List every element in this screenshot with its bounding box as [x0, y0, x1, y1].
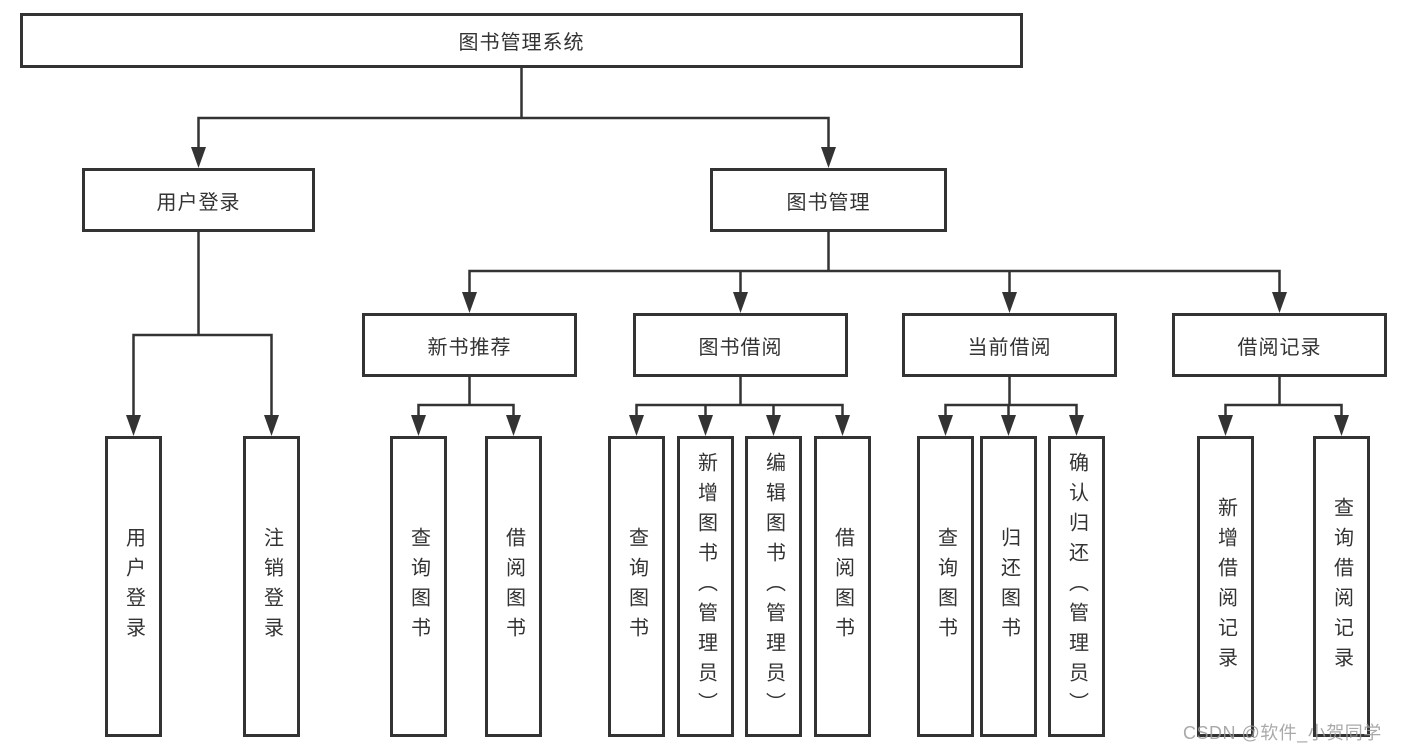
connector-root-to-level2 [197, 66, 830, 154]
node-label: 借阅图书 [502, 526, 525, 647]
arrowhead-icon [1001, 415, 1016, 436]
node-label: 查询借阅记录 [1330, 496, 1353, 677]
arrowhead-icon [1218, 415, 1233, 436]
node-label: 查询图书 [934, 526, 957, 647]
node-label: 查询图书 [407, 526, 430, 647]
node-label: 确认归还（管理员） [1065, 451, 1088, 722]
leaf-edit-book-admin: 编辑图书（管理员） [745, 436, 802, 737]
node-label: 编辑图书（管理员） [762, 451, 785, 722]
node-current-borrow: 当前借阅 [902, 313, 1117, 377]
node-label: 借阅图书 [831, 526, 854, 647]
node-label: 图书管理 [786, 191, 871, 214]
arrowhead-icon [698, 415, 713, 436]
connector-recommend-to-leaves [417, 375, 515, 424]
leaf-return-book: 归还图书 [980, 436, 1037, 737]
leaf-borrow-book: 借阅图书 [814, 436, 871, 737]
node-label: 用户登录 [156, 191, 241, 214]
arrowhead-icon [835, 415, 850, 436]
node-label: 借阅记录 [1237, 336, 1322, 359]
node-user-login: 用户登录 [82, 168, 315, 232]
connector-current-to-leaves [944, 375, 1078, 424]
arrowhead-icon [126, 415, 141, 436]
leaf-borrow-book-recommend: 借阅图书 [485, 436, 542, 737]
node-label: 图书管理系统 [458, 32, 585, 54]
leaf-query-borrow-record: 查询借阅记录 [1313, 436, 1370, 737]
node-label: 新增借阅记录 [1214, 496, 1237, 677]
node-label: 查询图书 [625, 526, 648, 647]
arrowhead-icon [1334, 415, 1349, 436]
arrowhead-icon [1002, 292, 1017, 313]
node-new-book-recommend: 新书推荐 [362, 313, 577, 377]
node-label: 注销登录 [260, 526, 283, 647]
connector-manage-to-level3 [468, 230, 1281, 299]
node-library-management-system: 图书管理系统 [20, 13, 1023, 68]
connector-borrow-to-leaves [635, 375, 844, 424]
leaf-user-login: 用户登录 [105, 436, 162, 737]
connector-record-to-leaves [1224, 375, 1343, 424]
node-label: 用户登录 [122, 526, 145, 647]
leaf-add-book-admin: 新增图书（管理员） [677, 436, 734, 737]
arrowhead-icon [462, 292, 477, 313]
arrowhead-icon [1272, 292, 1287, 313]
arrowhead-icon [766, 415, 781, 436]
node-label: 图书借阅 [698, 336, 783, 359]
arrowhead-icon [411, 415, 426, 436]
leaf-add-borrow-record: 新增借阅记录 [1197, 436, 1254, 737]
leaf-query-book-current: 查询图书 [917, 436, 974, 737]
node-borrow-record: 借阅记录 [1172, 313, 1387, 377]
node-label: 当前借阅 [967, 336, 1052, 359]
leaf-confirm-return-admin: 确认归还（管理员） [1048, 436, 1105, 737]
leaf-logout: 注销登录 [243, 436, 300, 737]
node-book-management: 图书管理 [710, 168, 947, 232]
arrowhead-icon [264, 415, 279, 436]
leaf-query-book-recommend: 查询图书 [390, 436, 447, 737]
arrowhead-icon [1069, 415, 1084, 436]
connector-login-to-leaves [132, 230, 273, 424]
arrowhead-icon [733, 292, 748, 313]
arrowhead-icon [821, 147, 836, 168]
node-label: 归还图书 [997, 526, 1020, 647]
arrowhead-icon [506, 415, 521, 436]
node-label: 新增图书（管理员） [694, 451, 717, 722]
node-book-borrow: 图书借阅 [633, 313, 848, 377]
leaf-query-book-borrow: 查询图书 [608, 436, 665, 737]
arrowhead-icon [938, 415, 953, 436]
arrowhead-icon [629, 415, 644, 436]
node-label: 新书推荐 [427, 336, 512, 359]
csdn-watermark: CSDN @软件_小贺同学 [1183, 723, 1382, 743]
arrowhead-icon [191, 147, 206, 168]
